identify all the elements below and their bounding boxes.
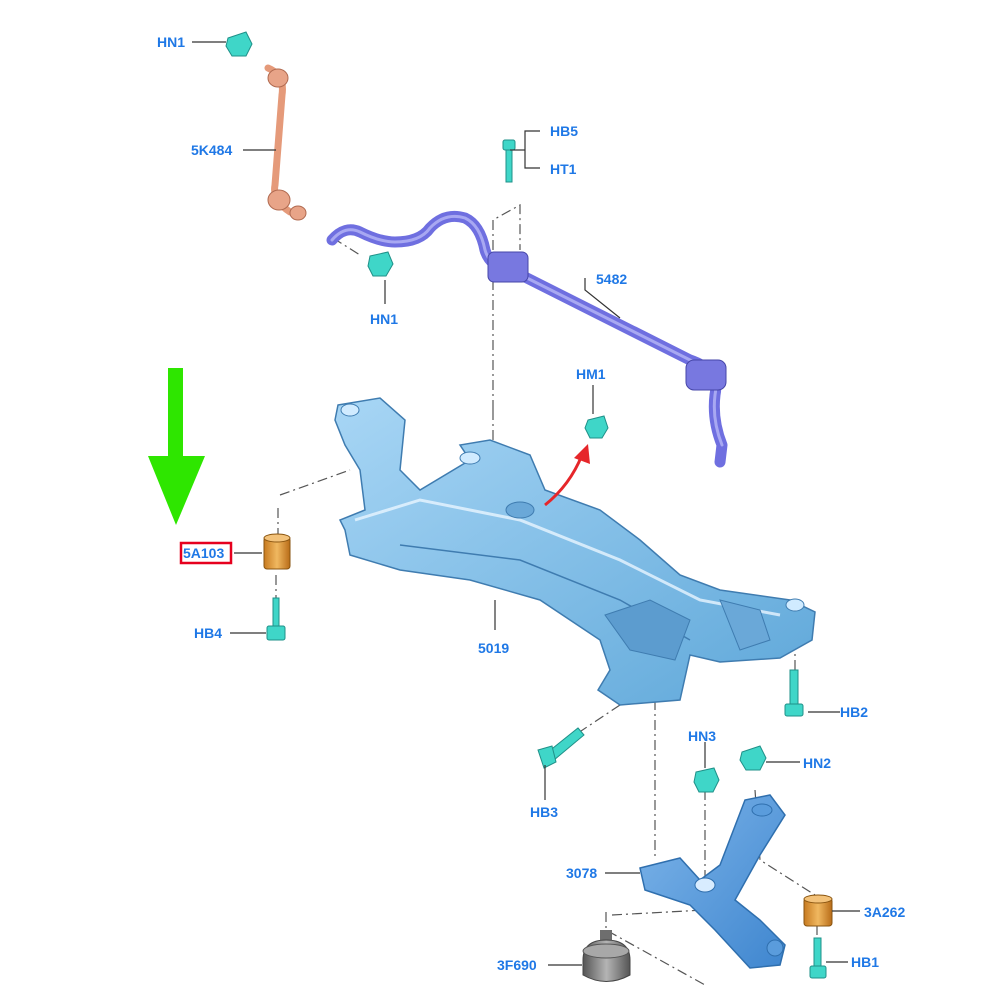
label-5k484: 5K484	[191, 142, 232, 158]
label-hn1-mid: HN1	[370, 311, 398, 327]
lower-control-arm	[639, 794, 786, 969]
stabilizer-bar	[326, 210, 728, 468]
green-pointer-arrow	[148, 368, 205, 525]
label-hn2: HN2	[803, 755, 831, 771]
stabilizer-link	[264, 64, 307, 221]
leader-lines	[192, 41, 860, 966]
label-hn1-top: HN1	[157, 34, 185, 50]
fasteners	[225, 31, 827, 979]
label-5019: 5019	[478, 640, 509, 656]
callout-labels: HN1 5K484 HB5 HT1 5482 HN1 HM1 5A103 HB4…	[157, 34, 905, 973]
highlight-box	[179, 541, 233, 565]
label-ht1: HT1	[550, 161, 577, 177]
engine-mount	[582, 930, 631, 982]
label-hb3: HB3	[530, 804, 558, 820]
label-hb2: HB2	[840, 704, 868, 720]
label-3f690: 3F690	[497, 957, 537, 973]
label-hb1: HB1	[851, 954, 879, 970]
bushing-3a262	[803, 894, 833, 927]
label-3078: 3078	[566, 865, 597, 881]
bushing-5a103	[263, 533, 291, 570]
label-5a103: 5A103	[183, 545, 224, 561]
label-3a262: 3A262	[864, 904, 905, 920]
subframe	[334, 397, 816, 706]
label-hb5: HB5	[550, 123, 578, 139]
label-hm1: HM1	[576, 366, 606, 382]
red-pointer-arrow	[544, 444, 590, 507]
label-hn3: HN3	[688, 728, 716, 744]
label-5482: 5482	[596, 271, 627, 287]
label-hb4: HB4	[194, 625, 222, 641]
